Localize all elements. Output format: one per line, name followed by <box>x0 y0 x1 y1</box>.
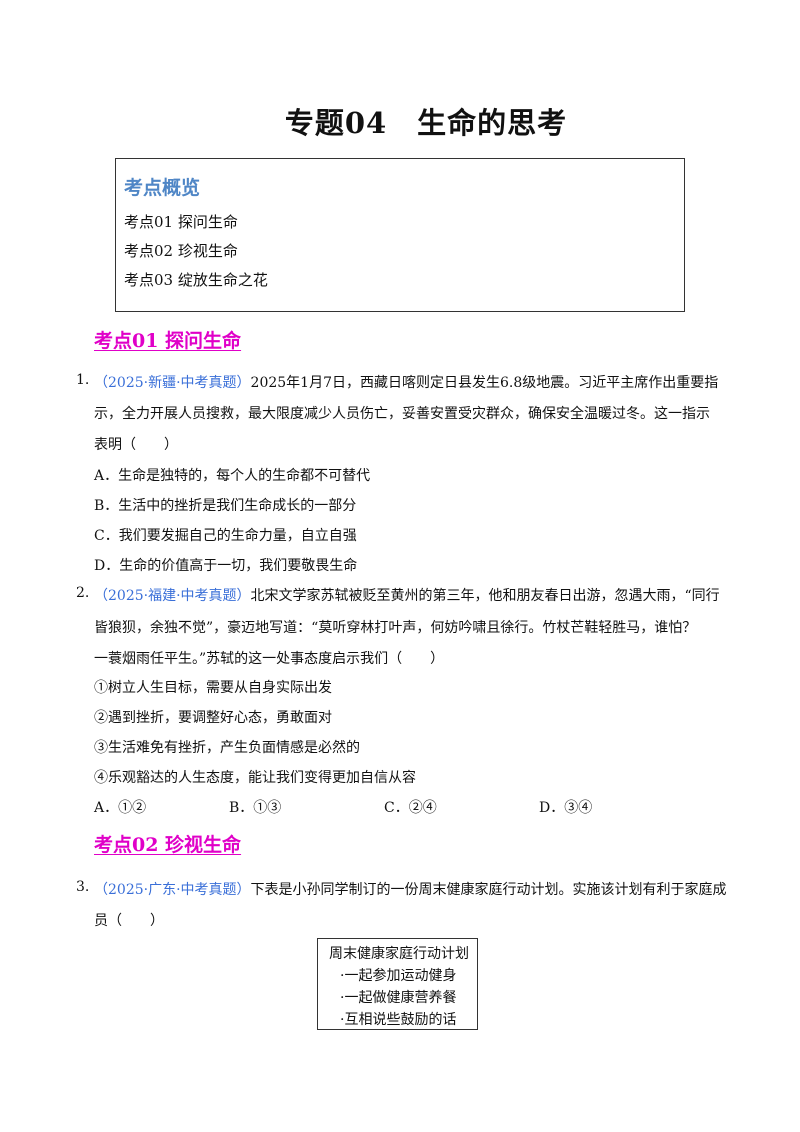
overview-item: 考点03 绽放生命之花 <box>124 271 268 289</box>
question-source: （2025·福建·中考真题） <box>94 588 251 604</box>
answer-option: B．生活中的挫折是我们生命成长的一部分 <box>94 498 357 514</box>
answer-option: B．①③ <box>229 800 282 816</box>
overview-item: 考点01 探问生命 <box>124 213 238 231</box>
question-text: 下表是小孙同学制订的一份周末健康家庭行动计划。实施该计划有利于家庭成 <box>250 882 727 898</box>
question-text: 示，全力开展人员搜救，最大限度减少人员伤亡，妥善安置受灾群众，确保安全温暖过冬。… <box>94 406 710 422</box>
answer-option: C．我们要发掘自己的生命力量，自立自强 <box>94 528 357 544</box>
plan-title: 周末健康家庭行动计划 <box>329 946 469 962</box>
answer-option: C．②④ <box>384 800 437 816</box>
question-text: 员（ ） <box>94 913 164 929</box>
overview-heading: 考点概览 <box>124 177 201 199</box>
plan-item: ·一起做健康营养餐 <box>340 990 457 1006</box>
statement-item: ②遇到挫折，要调整好心态，勇敢面对 <box>94 710 332 726</box>
section-heading: 考点01 探问生命 <box>94 330 242 352</box>
answer-option: D．生命的价值高于一切，我们要敬畏生命 <box>94 558 358 574</box>
question-text: 2025年1月7日，西藏日喀则定日县发生6.8级地震。习近平主席作出重要指 <box>250 375 719 391</box>
question-number: 2. <box>76 585 90 601</box>
answer-option: A．①② <box>94 800 147 816</box>
statement-item: ①树立人生目标，需要从自身实际出发 <box>94 680 332 696</box>
question-stem: （2025·福建·中考真题）北宋文学家苏轼被贬至黄州的第三年，他和朋友春日出游，… <box>94 585 720 605</box>
plan-item: ·互相说些鼓励的话 <box>340 1012 457 1028</box>
answer-option: A．生命是独特的，每个人的生命都不可替代 <box>94 468 371 484</box>
plan-box: 周末健康家庭行动计划 ·一起参加运动健身 ·一起做健康营养餐 ·互相说些鼓励的话 <box>317 938 478 1030</box>
plan-item: ·一起参加运动健身 <box>340 968 457 984</box>
page-title: 专题04 生命的思考 <box>284 106 568 140</box>
question-stem: （2025·新疆·中考真题）2025年1月7日，西藏日喀则定日县发生6.8级地震… <box>94 372 718 392</box>
statement-item: ③生活难免有挫折，产生负面情感是必然的 <box>94 740 360 756</box>
statement-item: ④乐观豁达的人生态度，能让我们变得更加自信从容 <box>94 770 416 786</box>
overview-item: 考点02 珍视生命 <box>124 242 238 260</box>
question-text: 北宋文学家苏轼被贬至黄州的第三年，他和朋友春日出游，忽遇大雨，“同行 <box>250 588 720 604</box>
question-stem: （2025·广东·中考真题）下表是小孙同学制订的一份周末健康家庭行动计划。实施该… <box>94 879 727 899</box>
section-heading: 考点02 珍视生命 <box>94 834 242 856</box>
answer-option: D．③④ <box>539 800 593 816</box>
question-number: 3. <box>76 879 90 895</box>
overview-box: 考点概览 考点01 探问生命 考点02 珍视生命 考点03 绽放生命之花 <box>115 158 685 312</box>
question-number: 1. <box>76 372 90 388</box>
question-text: 皆狼狈，余独不觉”，豪迈地写道：“莫听穿林打叶声，何妨吟啸且徐行。竹杖芒鞋轻胜马… <box>94 620 697 636</box>
question-text: 一蓑烟雨任平生。”苏轼的这一处事态度启示我们（ ） <box>94 651 445 667</box>
question-text: 表明（ ） <box>94 437 178 453</box>
question-source: （2025·新疆·中考真题） <box>94 375 251 391</box>
question-source: （2025·广东·中考真题） <box>94 882 251 898</box>
